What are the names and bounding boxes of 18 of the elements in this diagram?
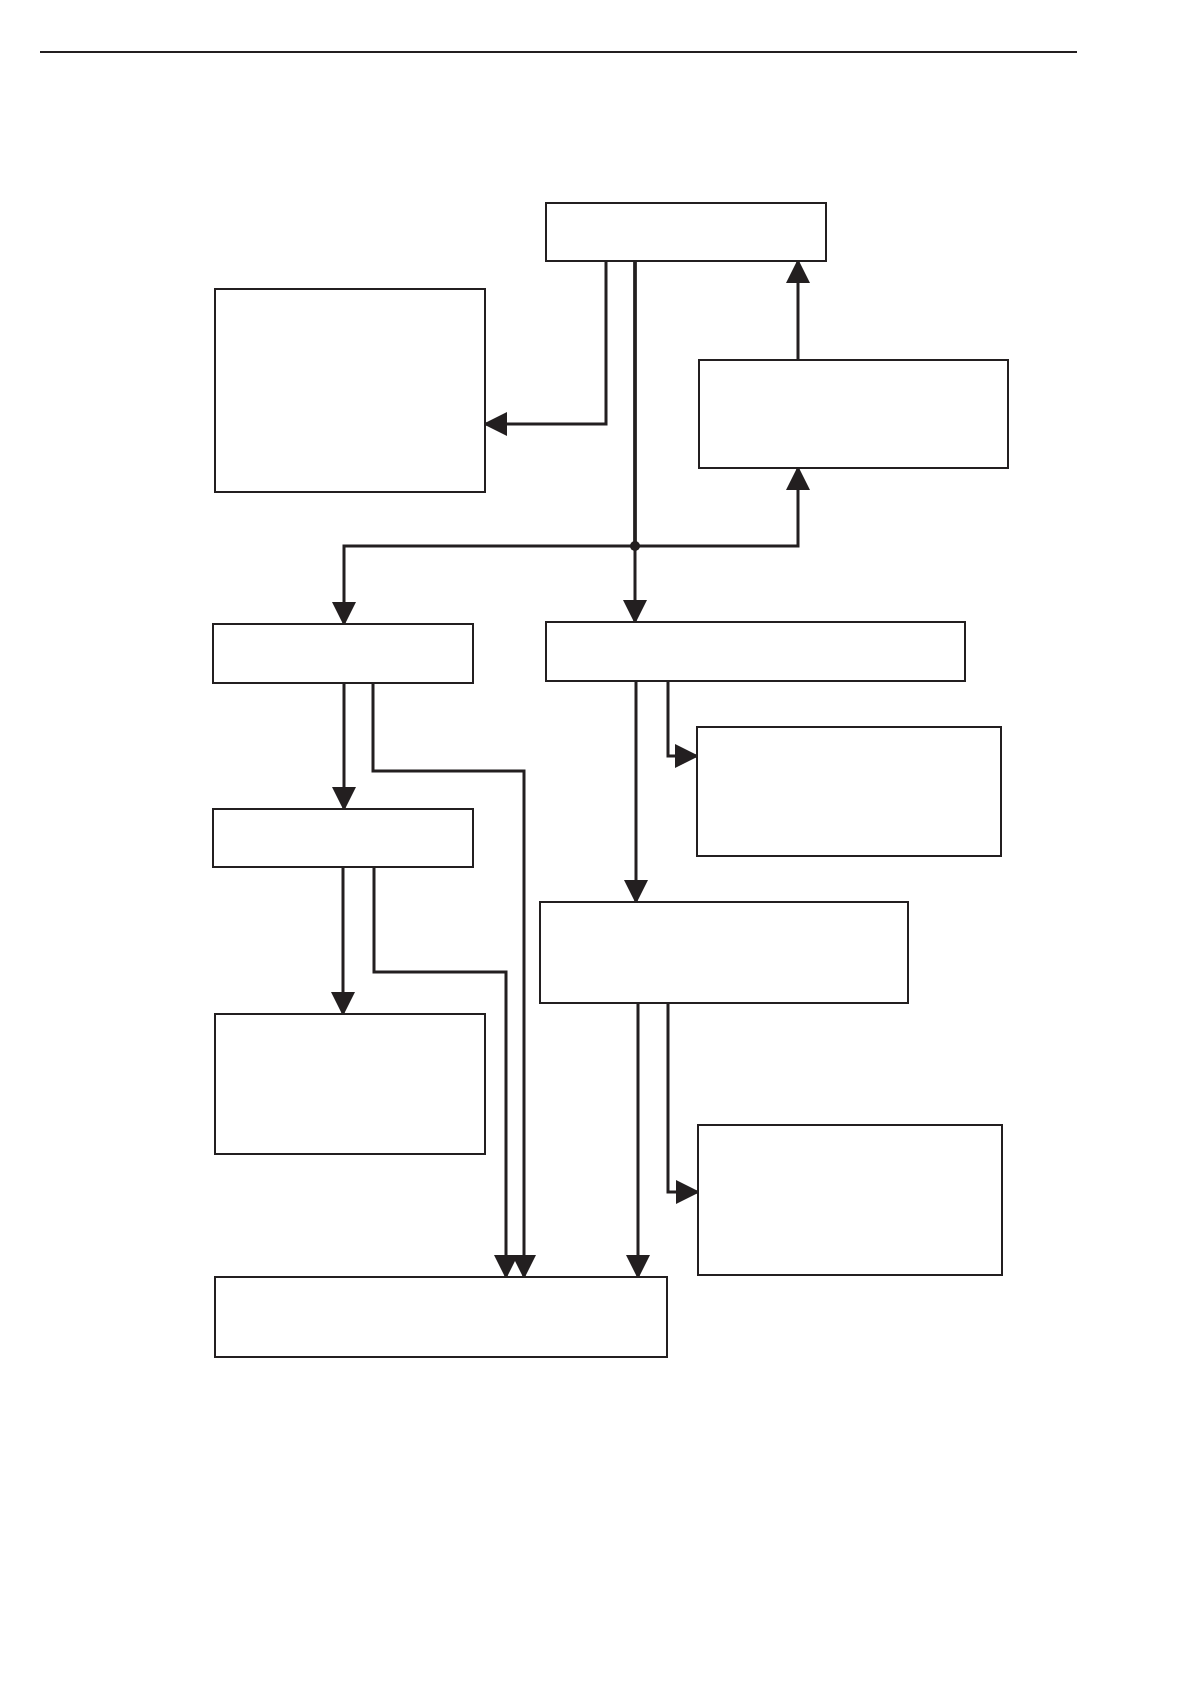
- process-box: [697, 1124, 1003, 1276]
- arrow: [371, 684, 536, 1279]
- process-box: [214, 1276, 668, 1358]
- process-box: [539, 901, 909, 1004]
- arrow: [626, 1004, 650, 1279]
- process-box: [545, 202, 827, 262]
- process-box: [698, 359, 1009, 469]
- process-box: [545, 621, 966, 682]
- arrow: [624, 682, 648, 904]
- arrow: [372, 868, 518, 1279]
- process-box: [212, 808, 474, 868]
- process-box: [214, 288, 486, 493]
- process-box: [214, 1013, 486, 1155]
- arrow: [331, 868, 355, 1016]
- process-box: [212, 623, 474, 684]
- arrow: [332, 684, 356, 811]
- process-box: [696, 726, 1002, 857]
- arrow: [633, 262, 810, 548]
